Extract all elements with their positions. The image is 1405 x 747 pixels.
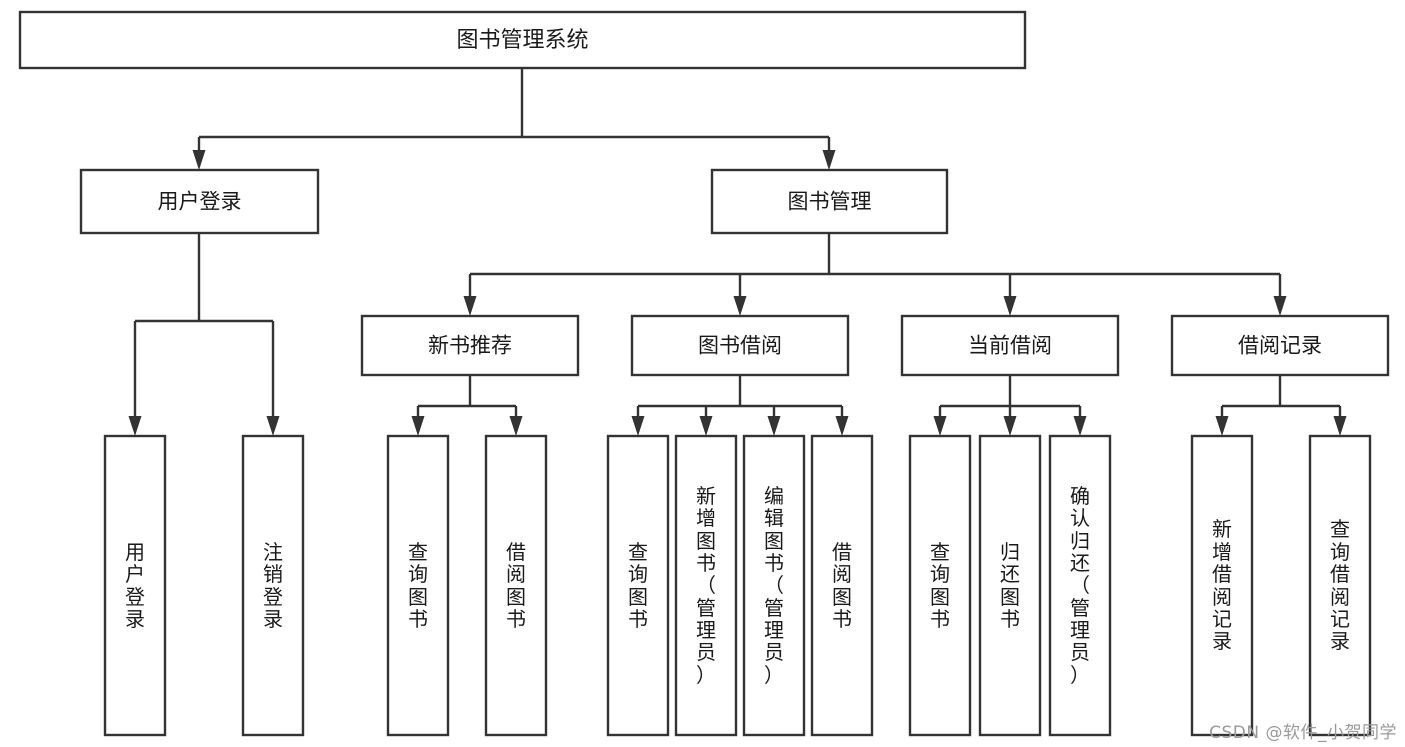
arrow-heads: [128, 150, 1347, 436]
node-box-leaf-return-book[interactable]: [978, 434, 1042, 737]
node-box-leaf-query-borrow-record[interactable]: [1308, 434, 1372, 737]
arrow-leaf-add-borrow-record: [1215, 416, 1229, 436]
arrow-leaf-logout: [266, 416, 280, 436]
node-box-user-login[interactable]: [79, 168, 320, 235]
node-box-new-book-recommend[interactable]: [360, 314, 580, 377]
node-box-borrow-record[interactable]: [1170, 314, 1390, 377]
node-boxes: [18, 10, 1390, 737]
arrow-book-borrow: [733, 296, 747, 316]
node-box-leaf-edit-book[interactable]: [742, 434, 806, 737]
arrow-leaf-borrow-book: [835, 416, 849, 436]
arrow-new-book-recommend: [463, 296, 477, 316]
arrow-leaf-add-book: [699, 416, 713, 436]
node-box-leaf-borrow-book-recommend[interactable]: [484, 434, 548, 737]
arrow-leaf-user-login: [128, 416, 142, 436]
node-box-book-borrow[interactable]: [630, 314, 850, 377]
node-label-new-book-recommend: 新书推荐: [428, 334, 512, 358]
node-box-leaf-query-book-recommend[interactable]: [386, 434, 450, 737]
node-box-book-manage[interactable]: [710, 168, 949, 235]
arrow-leaf-query-book-current: [933, 416, 947, 436]
node-box-leaf-query-book[interactable]: [606, 434, 670, 737]
node-label-root: 图书管理系统: [456, 28, 588, 53]
node-box-leaf-logout[interactable]: [241, 434, 305, 737]
arrow-leaf-query-book: [631, 416, 645, 436]
node-box-leaf-borrow-book[interactable]: [810, 434, 874, 737]
arrow-leaf-query-borrow-record: [1333, 416, 1347, 436]
arrow-book-manage: [822, 150, 836, 170]
node-label-current-borrow: 当前借阅: [968, 334, 1052, 358]
arrow-leaf-edit-book: [767, 416, 781, 436]
arrow-user-login: [192, 150, 206, 170]
arrow-leaf-borrow-book-recommend: [509, 416, 523, 436]
node-box-leaf-confirm-return[interactable]: [1048, 434, 1112, 737]
arrow-borrow-record: [1273, 296, 1287, 316]
node-box-leaf-query-book-current[interactable]: [908, 434, 972, 737]
arrow-leaf-query-book-recommend: [411, 416, 425, 436]
node-label-book-borrow: 图书借阅: [698, 334, 782, 358]
arrow-current-borrow: [1003, 296, 1017, 316]
node-box-leaf-add-book[interactable]: [674, 434, 738, 737]
csdn-watermark: CSDN @软件_小贺同学: [1209, 723, 1397, 743]
node-label-borrow-record: 借阅记录: [1238, 334, 1322, 358]
node-label-book-manage: 图书管理: [788, 190, 872, 214]
node-box-root[interactable]: [18, 10, 1027, 70]
node-label-user-login: 用户登录: [158, 190, 242, 214]
node-box-current-borrow[interactable]: [900, 314, 1120, 377]
arrow-leaf-confirm-return: [1073, 416, 1087, 436]
node-box-leaf-user-login[interactable]: [103, 434, 167, 737]
node-box-leaf-add-borrow-record[interactable]: [1190, 434, 1254, 737]
arrow-leaf-return-book: [1003, 416, 1017, 436]
